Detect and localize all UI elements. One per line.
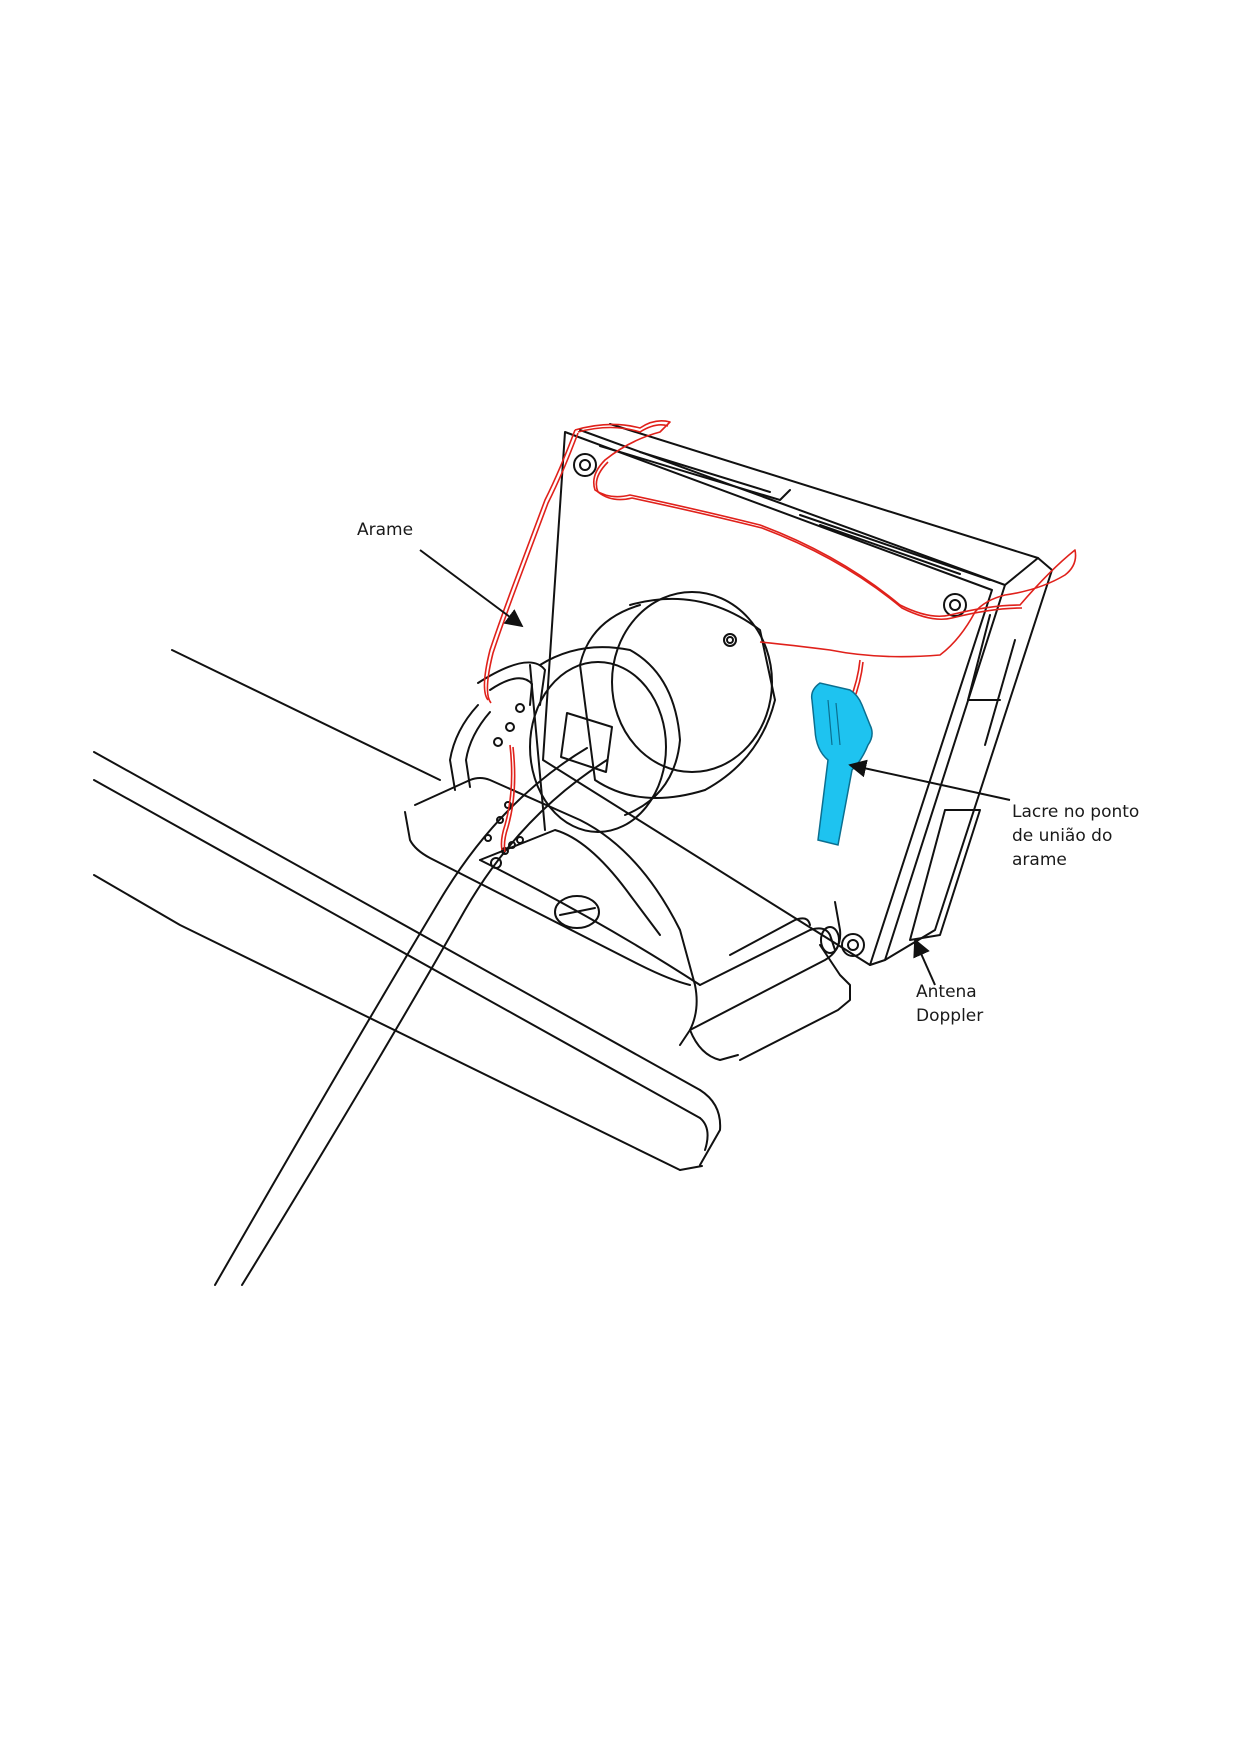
seal-label-line-1: Lacre no ponto: [1012, 802, 1140, 822]
mounting-rail: [93, 649, 722, 1171]
bracket: [404, 661, 851, 1061]
antenna-label-line-1: Antena: [916, 982, 977, 1002]
connector: [529, 591, 776, 833]
seal-label-line-3: arame: [1012, 850, 1067, 870]
seal-icon: [810, 682, 873, 846]
sealing-wire: [483, 420, 1077, 853]
antenna-housing: [542, 423, 1053, 966]
antenna-label-line-2: Doppler: [916, 1006, 984, 1026]
cable: [214, 747, 608, 1286]
antenna-pointer: [913, 938, 936, 986]
wire-pointer: [419, 549, 524, 628]
seal-pointer: [848, 759, 1011, 801]
callout-pointers: [419, 549, 1011, 986]
seal-label-line-2: de união do: [1012, 826, 1113, 846]
wire-label: Arame: [357, 520, 414, 540]
